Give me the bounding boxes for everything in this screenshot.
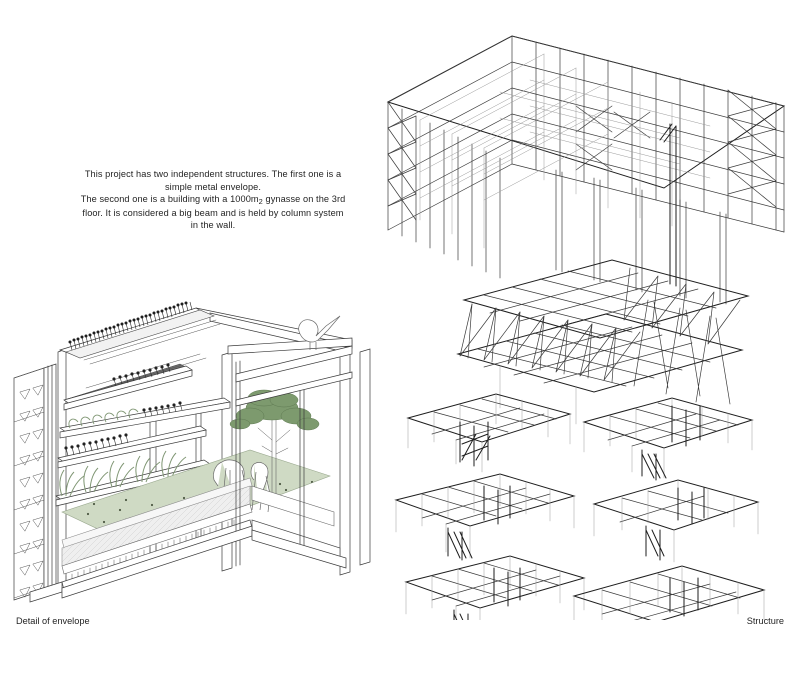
triangle-perforation-group — [19, 384, 44, 598]
floor-plate-1 — [406, 393, 572, 473]
shelf-2-plants — [68, 401, 183, 429]
description-line-3: The second one is a building with a 1000… — [74, 193, 352, 207]
planting-shelf-level-1 — [63, 353, 207, 411]
floor-plate-6 — [572, 565, 766, 620]
project-description: This project has two independent structu… — [74, 168, 352, 232]
drawing-structure-exploded — [386, 35, 786, 620]
corrugated-edge — [65, 517, 241, 583]
floor-plate-2 — [582, 397, 754, 481]
caption-detail-of-envelope: Detail of envelope — [16, 616, 90, 626]
description-line-3-a: The second one is a building with a 1000… — [80, 194, 259, 205]
description-line-5: in the wall. — [190, 220, 236, 231]
tree-foliage — [229, 389, 320, 431]
description-line-4: floor. It is considered a big beam and i… — [82, 207, 344, 218]
dense-vegetation-top — [68, 301, 193, 351]
description-unit-superscript: 2 — [258, 197, 263, 207]
floor-plate-3 — [394, 473, 576, 561]
base-rail — [29, 525, 347, 603]
shelf-3-plants — [64, 433, 129, 457]
description-line-1: This project has two independent structu… — [84, 169, 342, 179]
drawing-envelope-detail — [13, 301, 371, 603]
description-line-2: simple metal envelope. — [165, 181, 261, 192]
perforated-facade-panel — [13, 363, 57, 601]
caption-structure: Structure — [746, 616, 784, 626]
planting-shelf-level-3 — [57, 425, 207, 469]
grass-tufts — [59, 450, 187, 497]
planting-shelf-level-2 — [59, 397, 231, 439]
bird-figure — [298, 315, 341, 350]
tree-figure — [229, 389, 320, 497]
rooftop-planting-bed — [65, 301, 215, 359]
lower-slab-deck — [61, 477, 341, 591]
description-line-3-b: gynasse on the 3rd — [262, 194, 346, 205]
upper-steel-frame — [386, 35, 786, 305]
floor-plate-5 — [404, 555, 586, 620]
planting-shelf-level-4 — [55, 450, 211, 507]
big-beam-truss — [456, 259, 750, 425]
floor-plate-4 — [592, 479, 760, 563]
envelope-outer-frame-right — [235, 345, 353, 567]
